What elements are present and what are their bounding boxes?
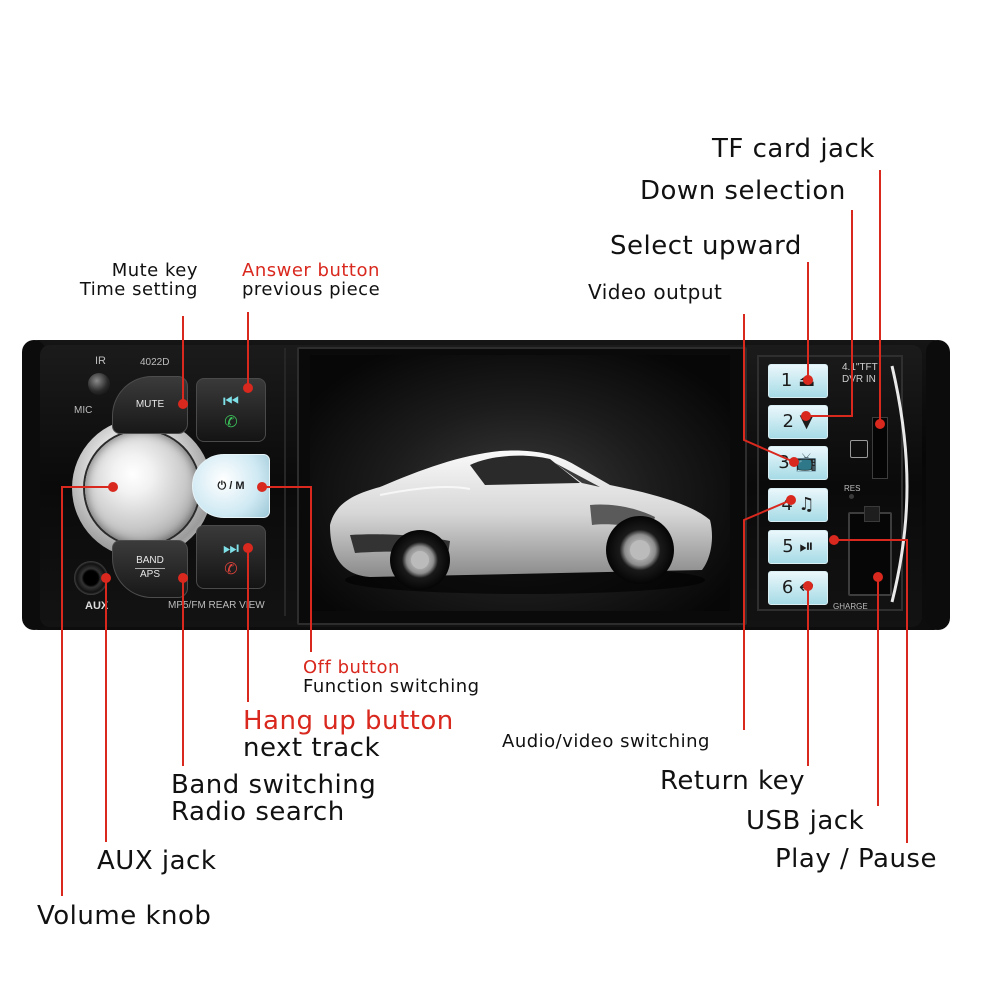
unit-right-end: [926, 340, 950, 630]
label-down-selection: Down selection: [640, 176, 846, 206]
dot-mute: [178, 399, 188, 409]
model-label: 4022D: [140, 357, 170, 368]
dot-answer: [243, 383, 253, 393]
label-return-key: Return key: [660, 766, 806, 796]
sd-card-icon: [850, 440, 868, 458]
dot-tf-card: [875, 419, 885, 429]
label-off-button: Off button Function switching: [303, 657, 480, 697]
dot-usb: [873, 572, 883, 582]
dot-band: [178, 573, 188, 583]
band-aps-button[interactable]: BAND APS: [112, 540, 188, 598]
charge-label: GHARGE: [833, 602, 868, 611]
band-label: BAND: [136, 555, 164, 566]
left-control-panel: [60, 348, 286, 616]
label-mute-key-line1: Mute key: [111, 260, 198, 281]
leader-av-switch: [743, 499, 792, 730]
previous-track-icon: ⏮: [222, 391, 240, 412]
dot-aux: [101, 573, 111, 583]
leader-video-output: [743, 314, 795, 463]
label-mute-key: Mute key Time setting: [55, 260, 198, 300]
label-time-setting: Time setting: [79, 278, 198, 300]
button-5-play-pause[interactable]: 5 ⏯: [768, 530, 828, 564]
dot-play-pause: [829, 535, 839, 545]
ir-sensor-label: IR: [95, 355, 106, 367]
dot-av-switch: [786, 495, 796, 505]
power-mode-button[interactable]: ⏻ / M: [192, 454, 270, 518]
tft-label-line1: 4.1"TFT: [842, 362, 878, 373]
dot-down-selection: [801, 411, 811, 421]
leader-off: [262, 486, 312, 652]
usb-port-cover: [864, 506, 880, 522]
dot-video-output: [789, 457, 799, 467]
mp5-fm-label: MP5/FM REAR VIEW: [168, 600, 265, 611]
usb-port[interactable]: [848, 512, 892, 596]
label-audio-video-switching: Audio/video switching: [502, 731, 710, 752]
aux-label: AUX: [85, 600, 109, 612]
button-1-select-up[interactable]: 1 ⏏: [768, 364, 828, 398]
label-answer-button-line1: Answer button: [242, 260, 380, 281]
mute-button[interactable]: MUTE: [112, 376, 188, 434]
label-next-track: next track: [243, 733, 381, 764]
next-hangup-button[interactable]: ⏭ ✆: [196, 525, 266, 589]
label-hang-up-button: Hang up button next track: [243, 706, 454, 764]
label-previous-piece: previous piece: [242, 278, 381, 300]
mic-label: MIC: [74, 405, 93, 416]
reset-label: RES: [844, 484, 861, 493]
label-band-switching-line1: Band switching: [171, 770, 377, 800]
dot-off: [257, 482, 267, 492]
label-usb-jack: USB jack: [746, 806, 865, 836]
label-play-pause: Play / Pause: [775, 844, 937, 874]
label-volume-knob: Volume knob: [37, 901, 212, 931]
leader-volume: [61, 486, 113, 896]
label-select-upward: Select upward: [610, 231, 802, 261]
dot-return: [803, 581, 813, 591]
label-off-button-line1: Off button: [303, 657, 400, 678]
power-mode-label: ⏻ / M: [217, 480, 245, 492]
label-tf-card-jack: TF card jack: [712, 134, 875, 164]
reset-button[interactable]: [849, 494, 854, 499]
leader-play-pause: [834, 539, 908, 843]
label-radio-search: Radio search: [171, 797, 345, 828]
button-2-select-down[interactable]: 2 ▼: [768, 405, 828, 439]
car-image: [330, 450, 713, 594]
hangup-phone-icon: ✆: [224, 559, 238, 578]
label-video-output: Video output: [588, 280, 723, 304]
right-panel-frame: [757, 355, 909, 611]
tft-label: 4.1"TFT DVR IN: [842, 362, 878, 386]
label-aux-jack: AUX jack: [97, 846, 217, 876]
dot-hangup: [243, 543, 253, 553]
mute-button-label: MUTE: [135, 399, 165, 410]
tft-label-line2: DVR IN: [842, 374, 876, 385]
right-control-panel: [752, 352, 914, 614]
answer-phone-icon: ✆: [224, 412, 238, 431]
dot-select-upward: [803, 375, 813, 385]
leader-down-selection: [806, 210, 853, 417]
aps-label: APS: [135, 568, 165, 580]
display-screen: [310, 355, 730, 611]
label-function-switching: Function switching: [303, 675, 480, 697]
previous-answer-button[interactable]: ⏮ ✆: [196, 378, 266, 442]
label-band-switching: Band switching Radio search: [171, 770, 377, 828]
dot-volume: [108, 482, 118, 492]
mic-icon: [88, 373, 110, 395]
label-hang-up-button-line1: Hang up button: [243, 706, 454, 736]
next-track-icon: ⏭: [222, 538, 240, 559]
label-answer-button: Answer button previous piece: [242, 260, 381, 300]
